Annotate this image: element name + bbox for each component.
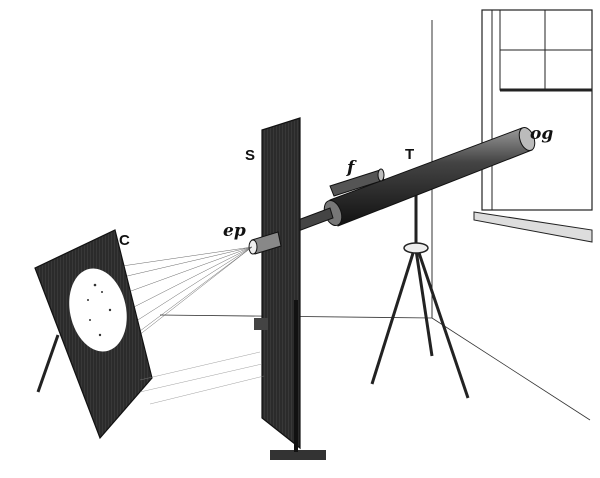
tripod-stand [370,190,470,399]
eyepiece [248,231,282,255]
floor-shadow [139,351,265,405]
label-telescope: T [405,146,415,163]
shade-board [254,117,326,460]
label-shade: S [245,147,256,164]
card-screen [34,229,153,440]
label-eyepiece: ep [223,221,246,241]
telescope [281,126,536,237]
window [473,9,593,243]
label-objective: og [530,124,554,144]
light-rays [94,246,253,351]
label-card: C [119,232,130,249]
label-finder: f [347,158,355,178]
